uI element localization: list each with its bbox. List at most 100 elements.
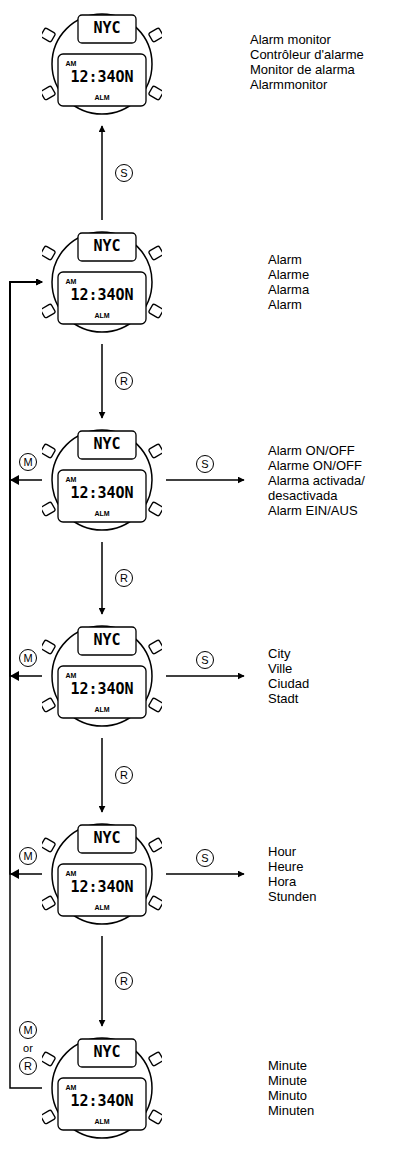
upper-lcd (78, 627, 136, 655)
lcd-text: AM (64, 672, 78, 679)
lcd-text: AM (64, 1084, 78, 1091)
pusher (42, 896, 56, 911)
pusher (42, 304, 56, 319)
pusher (148, 1052, 162, 1067)
lower-lcd (58, 864, 146, 916)
lcd-text: AM (64, 476, 78, 483)
lower-lcd (58, 272, 146, 324)
mode-name: Minute (268, 1073, 408, 1088)
lower-lcd (58, 470, 146, 522)
flow-arrow (101, 344, 103, 418)
pusher (42, 502, 56, 517)
upper-lcd (78, 15, 136, 43)
lcd-text: ALM (82, 510, 122, 517)
lcd-text: 12:34ON (62, 70, 142, 85)
pusher (42, 698, 56, 713)
flow-arrow (10, 282, 42, 676)
mode-name: Minuten (268, 1103, 408, 1118)
flow-arrow (10, 282, 42, 480)
lcd-text: 12:34ON (62, 486, 142, 501)
watch-display: NYCAM12:34ONALM (42, 220, 162, 344)
mode-name: Alarm (268, 297, 408, 312)
button-symbol: M (19, 1021, 37, 1039)
side-arrow (166, 479, 244, 481)
note: or (23, 1042, 33, 1054)
button-symbol: M (19, 649, 37, 667)
pusher (42, 1110, 56, 1125)
description-block: Alarm monitorContrôleur d'alarmeMonitor … (250, 32, 410, 92)
pusher (42, 246, 56, 261)
mode-name: Monitor de alarma (250, 62, 408, 77)
watch-case (52, 430, 152, 530)
mode-name: Alarm monitor (250, 32, 408, 47)
button-symbol: S (196, 651, 214, 669)
mode-name: Heure (268, 859, 408, 874)
pusher (148, 246, 162, 261)
flow-arrow (10, 282, 42, 1088)
watch-display: NYCAM12:34ONALM (42, 812, 162, 936)
pusher (148, 838, 162, 853)
button-symbol: M (19, 453, 37, 471)
mode-name: Stunden (268, 889, 408, 904)
pusher (42, 640, 56, 655)
pusher (42, 1052, 56, 1067)
lcd-text: ALM (82, 312, 122, 319)
upper-lcd (78, 1039, 136, 1067)
button-symbol: S (115, 164, 133, 182)
junction-heads (10, 475, 19, 879)
mode-name: Contrôleur d'alarme (250, 47, 408, 62)
mode-name: City (268, 646, 408, 661)
lcd-text: AM (64, 870, 78, 877)
mode-name: Hour (268, 844, 408, 859)
lcd-text: 12:34ON (62, 682, 142, 697)
lcd-text: NYC (82, 831, 132, 846)
lower-lcd (58, 666, 146, 718)
description-block: AlarmAlarmeAlarmaAlarm (268, 252, 410, 312)
description-block: Alarm ON/OFFAlarme ON/OFFAlarma activada… (268, 443, 410, 518)
button-symbol: M (19, 847, 37, 865)
pusher (148, 502, 162, 517)
flow-arrow (101, 936, 103, 1026)
mode-name: Alarmmonitor (250, 77, 408, 92)
mode-name: Minute (268, 1058, 408, 1073)
pusher (42, 86, 56, 101)
pusher (148, 698, 162, 713)
lcd-text: ALM (82, 904, 122, 911)
description-block: CityVilleCiudadStadt (268, 646, 410, 706)
button-arrows (166, 480, 244, 874)
pusher (42, 838, 56, 853)
lcd-text: 12:34ON (62, 1094, 142, 1109)
lcd-text: AM (64, 60, 78, 67)
lower-lcd (58, 54, 146, 106)
mode-name: Ville (268, 661, 408, 676)
watch-case (52, 626, 152, 726)
lcd-text: NYC (82, 437, 132, 452)
button-symbol: R (19, 1057, 37, 1075)
upper-lcd (78, 233, 136, 261)
lcd-text: ALM (82, 94, 122, 101)
pusher (148, 444, 162, 459)
mode-name: Alarm (268, 252, 408, 267)
mode-name: Ciudad (268, 676, 408, 691)
lcd-text: 12:34ON (62, 288, 142, 303)
pusher (148, 640, 162, 655)
description-block: HourHeureHoraStunden (268, 844, 410, 904)
watch-display: NYCAM12:34ONALM (42, 614, 162, 738)
button-symbol: R (115, 372, 133, 390)
lcd-text: NYC (82, 633, 132, 648)
mode-name: Stadt (268, 691, 408, 706)
flow-arrow (101, 738, 103, 812)
watch-case (52, 1038, 152, 1138)
mode-name: Alarma activada/ desactivada (268, 473, 408, 503)
upper-lcd (78, 825, 136, 853)
mode-name: Alarm EIN/AUS (268, 503, 408, 518)
watch-display: NYCAM12:34ONALM (42, 1026, 162, 1150)
mode-name: Alarme ON/OFF (268, 458, 408, 473)
watch-display: NYCAM12:34ONALM (42, 2, 162, 126)
pusher (148, 896, 162, 911)
pusher (42, 28, 56, 43)
pusher (148, 86, 162, 101)
lcd-text: NYC (82, 1045, 132, 1060)
